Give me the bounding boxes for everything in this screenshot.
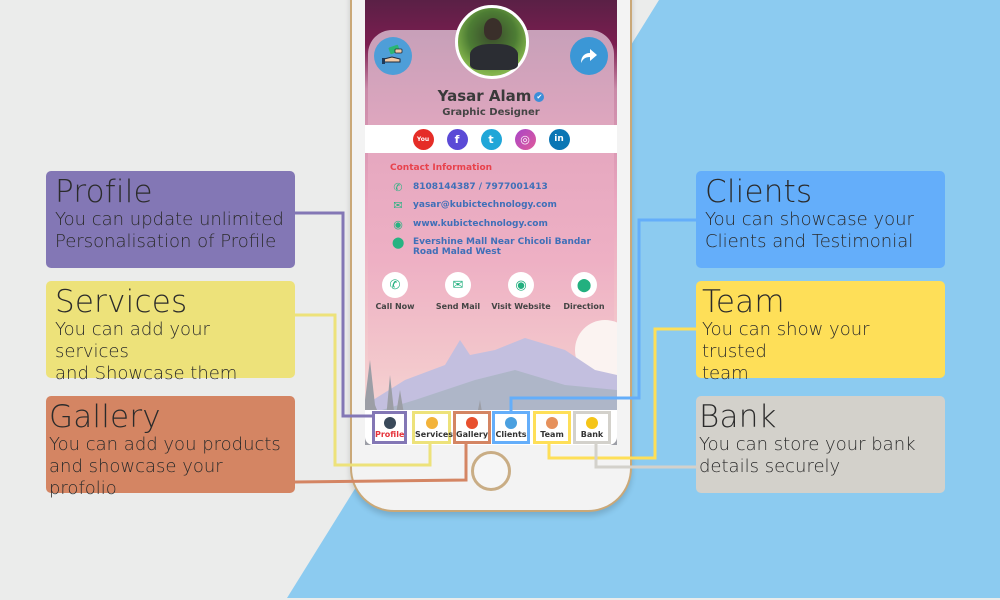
feature-desc: and showcase your profolio (49, 456, 223, 499)
clients-icon (505, 417, 517, 429)
youtube-icon[interactable]: You (412, 128, 434, 150)
user-icon (383, 417, 396, 429)
feature-desc: You can add you products (49, 434, 281, 455)
tab-clients[interactable]: Clients (492, 411, 530, 444)
phone-screen: Yasar Alam✔ Graphic Designer You f t ◎ i… (365, 0, 617, 445)
bank-icon (586, 417, 598, 429)
feature-box-services: Services You can add your services and S… (46, 281, 295, 384)
send-mail-button[interactable]: ✉Send Mail (428, 272, 488, 311)
feature-title: Services (55, 284, 188, 320)
feature-title: Gallery (49, 399, 161, 435)
contact-heading: Contact Information (390, 163, 493, 173)
feature-desc: and Showcase them (55, 363, 238, 384)
location-pin-icon: ⬤ (392, 236, 405, 249)
mail-icon: ✉ (445, 272, 471, 298)
feature-desc: You can update unlimited (55, 209, 284, 230)
tab-gallery[interactable]: Gallery (453, 411, 491, 444)
tab-bank[interactable]: Bank (573, 411, 611, 444)
contact-website[interactable]: ◉www.kubictechnology.com (393, 218, 548, 231)
instagram-icon[interactable]: ◎ (514, 128, 536, 150)
feature-box-clients: Clients You can showcase your Clients an… (696, 171, 945, 268)
feature-desc: You can store your bank (699, 434, 916, 455)
profile-name: Yasar Alam✔ (365, 87, 617, 105)
feature-desc: Personalisation of Profile (55, 231, 277, 252)
phone-icon: ✆ (393, 181, 403, 194)
feature-desc: details securely (699, 456, 841, 477)
globe-icon: ◉ (508, 272, 534, 298)
feature-desc: team (702, 363, 749, 384)
twitter-icon[interactable]: t (480, 128, 502, 150)
call-now-button[interactable]: ✆Call Now (365, 272, 425, 311)
share-icon[interactable] (570, 37, 608, 75)
feature-box-bank: Bank You can store your bank details sec… (696, 396, 945, 493)
tab-team[interactable]: Team (533, 411, 571, 444)
linkedin-icon[interactable]: in (548, 128, 570, 150)
feature-title: Team (702, 284, 785, 320)
avatar (455, 5, 529, 79)
team-icon (546, 417, 558, 429)
feature-desc: You can show your trusted (702, 319, 870, 362)
contact-phone[interactable]: ✆8108144387 / 7977001413 (393, 181, 548, 194)
contact-email[interactable]: ✉yasar@kubictechnology.com (393, 199, 557, 212)
profile-job-title: Graphic Designer (442, 107, 540, 118)
tab-profile[interactable]: Profile (372, 411, 407, 444)
feature-box-profile: Profile You can update unlimited Persona… (46, 171, 295, 268)
social-bar: You f t ◎ in (365, 125, 617, 153)
tab-services[interactable]: Services (412, 411, 453, 444)
feature-title: Profile (55, 174, 153, 210)
location-pin-icon: ⬤ (571, 272, 597, 298)
mail-icon: ✉ (393, 199, 403, 212)
visit-website-button[interactable]: ◉Visit Website (491, 272, 551, 311)
verified-icon: ✔ (534, 91, 545, 102)
profile-name-text: Yasar Alam (437, 87, 532, 105)
feature-box-team: Team You can show your trusted team (696, 281, 945, 384)
direction-button[interactable]: ⬤Direction (554, 272, 614, 311)
money-handshake-icon[interactable] (374, 37, 412, 75)
feature-desc: You can add your services (55, 319, 210, 362)
feature-box-gallery: Gallery You can add you products and sho… (46, 396, 295, 499)
feature-title: Clients (705, 174, 813, 210)
feature-title: Bank (699, 399, 777, 435)
feature-desc: Clients and Testimonial (705, 231, 914, 252)
clipboard-icon (425, 417, 438, 429)
home-button[interactable] (471, 451, 511, 491)
phone-icon: ✆ (382, 272, 408, 298)
globe-icon: ◉ (393, 218, 403, 231)
facebook-icon[interactable]: f (446, 128, 468, 150)
feature-desc: You can showcase your (705, 209, 914, 230)
image-icon (466, 417, 478, 429)
